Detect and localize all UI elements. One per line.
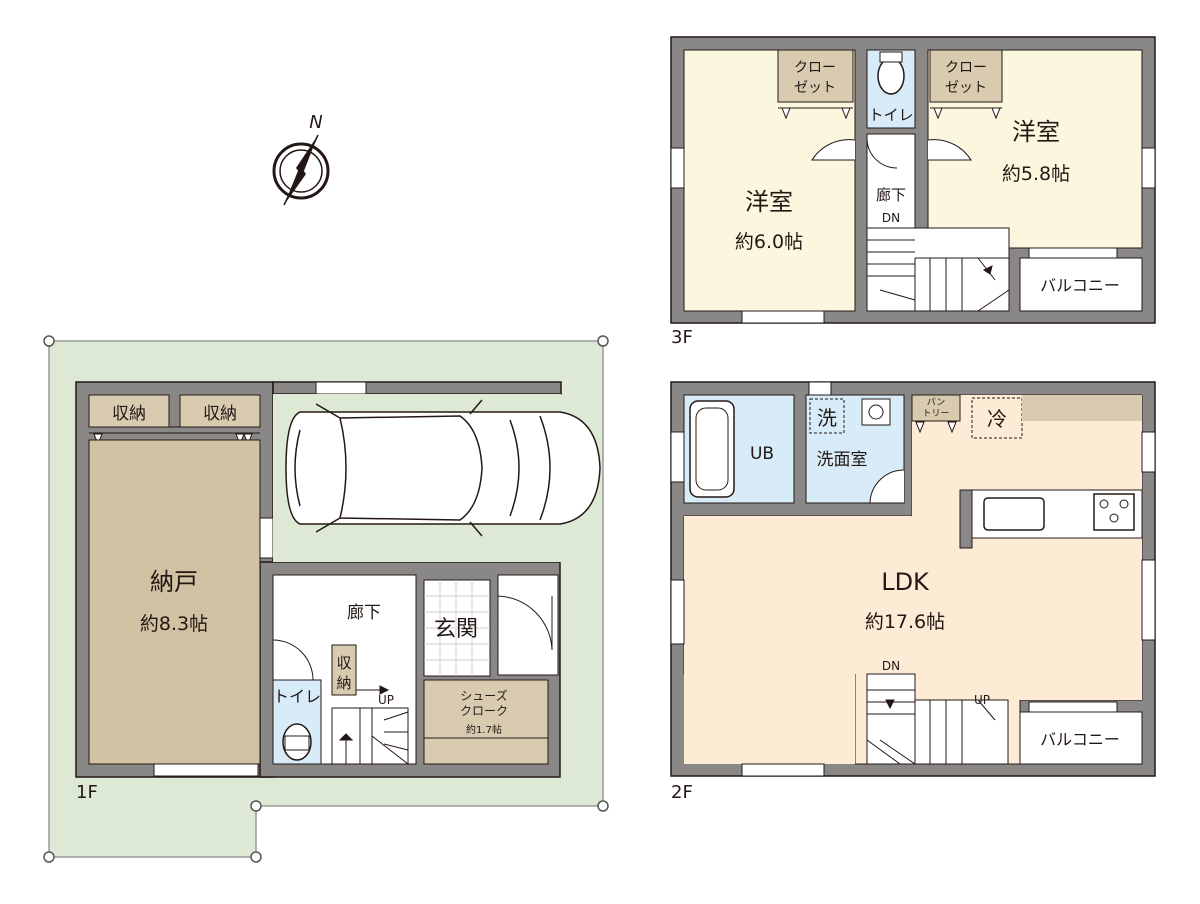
floor-2f <box>670 381 1156 777</box>
label-nando: 納戸 <box>150 568 198 596</box>
room-closet-left <box>777 49 854 103</box>
compass-north-label: N <box>309 112 322 133</box>
floor-label-1f: 1F <box>76 782 98 803</box>
label-nando-size: 約8.3帖 <box>140 613 208 635</box>
label-small-storage-2: 納 <box>336 674 351 692</box>
label-entrance: 玄関 <box>434 617 478 642</box>
label-shoes-closet-1: シューズ <box>460 688 507 703</box>
label-bedroom-right: 洋室 <box>1012 118 1060 146</box>
stairs-1f <box>331 685 409 765</box>
label-shoes-closet-size: 約1.7帖 <box>466 723 502 736</box>
label-hallway-1f: 廊下 <box>347 603 381 623</box>
floor-1f <box>43 335 609 863</box>
label-up-2f: UP <box>974 693 990 707</box>
room-shoes-closet <box>423 679 549 765</box>
label-ldk-size: 約17.6帖 <box>865 611 945 633</box>
label-storage-left: 収納 <box>112 404 146 424</box>
label-washroom: 洗面室 <box>817 450 868 470</box>
floor-label-3f: 3F <box>671 327 693 348</box>
label-bedroom-right-size: 約5.8帖 <box>1002 163 1070 185</box>
room-balcony-3f <box>1019 257 1143 312</box>
label-wash: 洗 <box>817 406 837 430</box>
label-pantry-1: パン <box>927 397 945 408</box>
room-storage-right <box>179 394 261 428</box>
label-closet-left-2: ゼット <box>794 80 836 96</box>
compass-icon: N <box>272 112 330 206</box>
stairs-3f <box>866 227 1010 312</box>
floor-3f <box>670 36 1156 324</box>
label-closet-left-1: クロー <box>794 60 836 76</box>
label-ub: UB <box>750 444 774 464</box>
room-pantry <box>911 394 961 422</box>
label-closet-right-2: ゼット <box>945 80 987 96</box>
label-small-storage-1: 収 <box>336 654 351 672</box>
stairs-2f <box>866 673 1009 765</box>
label-balcony-2f: バルコニー <box>1040 730 1120 749</box>
car-icon <box>285 399 601 537</box>
room-nando <box>88 439 261 765</box>
room-bedroom-right <box>927 49 1143 249</box>
room-balcony-2f <box>1019 711 1143 765</box>
label-hallway-3f: 廊下 <box>876 186 906 204</box>
label-dn-2f: DN <box>882 659 900 673</box>
floor-label-2f: 2F <box>671 782 693 803</box>
label-bedroom-left-size: 約6.0帖 <box>735 231 803 253</box>
label-ldk: LDK <box>881 568 930 596</box>
label-dn-3f: DN <box>882 211 900 225</box>
label-shoes-closet-2: クローク <box>460 704 508 718</box>
label-toilet-1f: トイレ <box>273 687 321 706</box>
label-toilet-3f: トイレ <box>868 106 913 124</box>
label-pantry-2: トリー <box>922 409 949 419</box>
label-closet-right-1: クロー <box>945 60 987 76</box>
label-fridge: 冷 <box>987 407 1007 431</box>
room-closet-right <box>929 49 1003 103</box>
label-balcony-3f: バルコニー <box>1040 276 1120 295</box>
label-storage-right: 収納 <box>203 404 237 424</box>
label-up-1f: UP <box>378 693 394 707</box>
label-bedroom-left: 洋室 <box>745 188 793 216</box>
room-small-storage <box>331 644 357 696</box>
